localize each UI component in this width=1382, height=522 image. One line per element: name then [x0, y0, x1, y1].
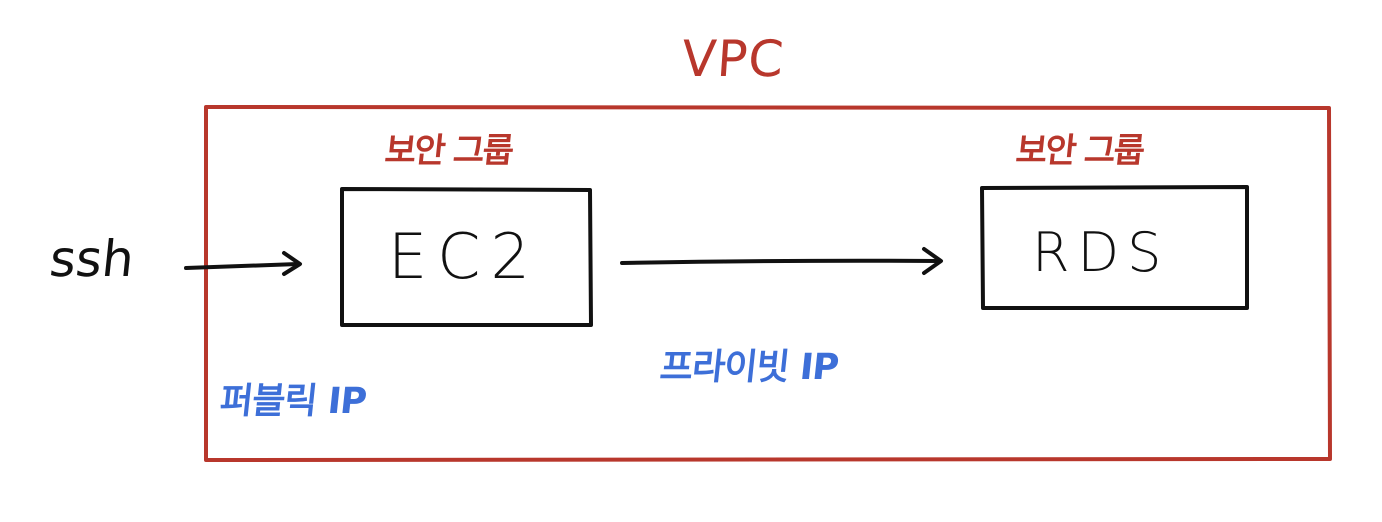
rds-label: RDS — [1032, 221, 1170, 284]
vpc-title: VPC — [679, 30, 787, 88]
ssh-label: ssh — [46, 230, 137, 288]
private-ip-label: 프라이빗 IP — [657, 347, 841, 388]
ec2-to-rds-arrow — [620, 247, 943, 275]
ec2-security-group-label: 보안 그룹 — [382, 131, 515, 171]
public-ip-label: 퍼블릭 IP — [217, 381, 368, 422]
rds-box — [980, 185, 1249, 310]
ec2-label: EC2 — [388, 220, 540, 293]
vpc-boundary — [204, 105, 1332, 462]
ssh-to-ec2-arrow — [184, 251, 302, 276]
ec2-box — [340, 187, 593, 327]
rds-security-group-label: 보안 그룹 — [1013, 131, 1146, 171]
